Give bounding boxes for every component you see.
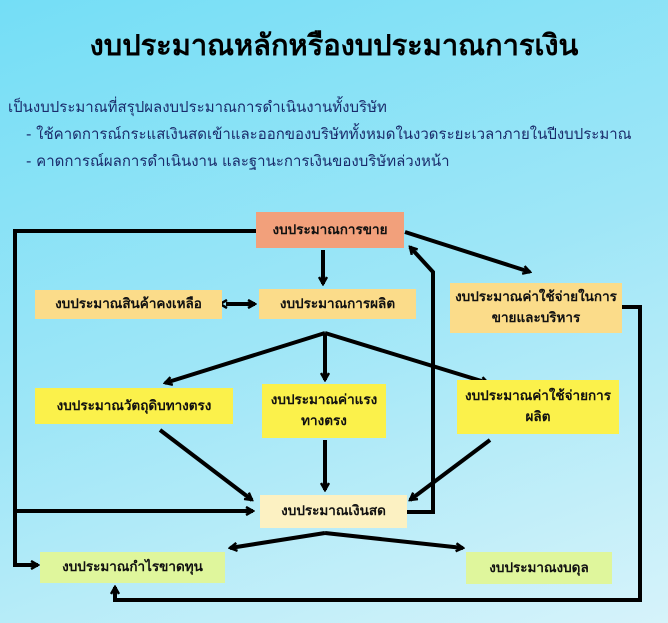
intro-main: เป็นงบประมาณที่สรุปผลงบประมาณการดำเนินงา…: [8, 98, 387, 116]
page-title: งบประมาณหลักหรืองบประมาณการเงิน: [89, 28, 579, 62]
arrow-raw-cash: [158, 428, 252, 502]
box-profit-loss-budget: งบประมาณกำไรขาดทุน: [40, 552, 225, 583]
box-balance-sheet-budget: งบประมาณงบดุล: [466, 552, 612, 584]
box-cash-budget: งบประมาณเงินสด: [260, 495, 407, 528]
box-raw-material-budget: งบประมาณวัตถุดิบทางตรง: [35, 388, 233, 424]
intro-point: - คาดการณ์ผลการดำเนินงาน และฐานะการเงินข…: [26, 152, 450, 170]
box-inventory-budget: งบประมาณสินค้าคงเหลือ: [35, 290, 222, 319]
box-production-budget: งบประมาณการผลิต: [259, 289, 416, 319]
arrow-sales-left-loop: [13, 229, 256, 565]
arrow-cash-sales: [407, 247, 435, 514]
box-sales-budget: งบประมาณการขาย: [256, 212, 404, 248]
arrow-cash-balance: [324, 531, 463, 548]
box-selling-admin-budget: งบประมาณค่าใช้จ่ายในการขายและบริหาร: [450, 283, 622, 333]
arrow-production-raw: [165, 331, 326, 383]
arrow-overhead-cash: [410, 438, 492, 502]
intro-point: - ใช้คาดการณ์กระแสเงินสดเข้าและออกของบริ…: [26, 125, 632, 143]
arrow-sales-selling: [404, 230, 530, 272]
arrow-production-overhead: [324, 331, 488, 383]
intro-text: เป็นงบประมาณที่สรุปผลงบประมาณการดำเนินงา…: [8, 94, 632, 175]
box-overhead-budget: งบประมาณค่าใช้จ่ายการผลิต: [457, 380, 619, 434]
arrow-cash-profit: [230, 531, 326, 548]
arrow-selling-profit: [115, 305, 642, 602]
box-direct-labor-budget: งบประมาณค่าแรงทางตรง: [262, 384, 386, 438]
